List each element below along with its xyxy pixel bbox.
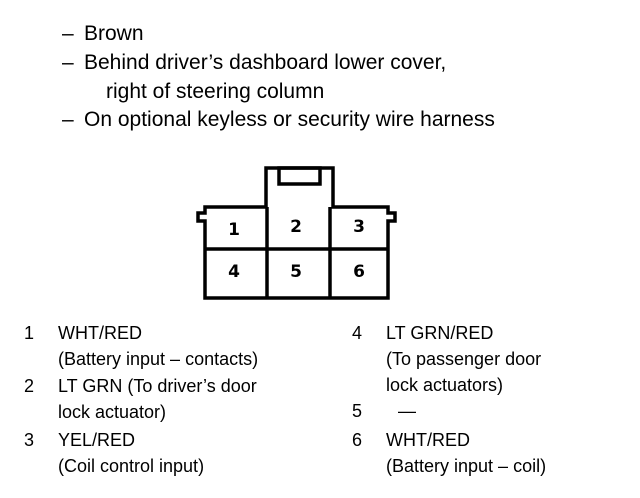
connector-lock-tab bbox=[277, 166, 322, 186]
pin-number: 3 bbox=[24, 430, 35, 450]
pin-description: lock actuator) bbox=[58, 402, 167, 422]
note-dash: – bbox=[62, 108, 74, 131]
pin-wire: LT GRN (To driver’s door bbox=[58, 376, 257, 396]
pin-wire: WHT/RED bbox=[386, 430, 470, 450]
pin-description: (To passenger door bbox=[386, 349, 542, 369]
note-text: Brown bbox=[84, 22, 144, 45]
note-dash: – bbox=[62, 51, 74, 74]
pin-description: (Coil control input) bbox=[58, 456, 205, 476]
pin-number: 2 bbox=[24, 376, 35, 396]
connector-pin-label: 2 bbox=[290, 217, 302, 237]
note-text: right of steering column bbox=[106, 80, 325, 103]
connector-pin-label: 1 bbox=[228, 220, 240, 240]
note-text: Behind driver’s dashboard lower cover, bbox=[84, 51, 447, 74]
pin-number: 6 bbox=[352, 430, 363, 450]
connector-pin-label: 5 bbox=[290, 262, 302, 282]
pin-description: (Battery input – coil) bbox=[386, 456, 547, 476]
pin-wire: WHT/RED bbox=[58, 323, 142, 343]
pin-number: 5 bbox=[352, 401, 363, 421]
note-text: On optional keyless or security wire har… bbox=[84, 108, 495, 131]
connector-housing bbox=[196, 166, 397, 300]
connector-pin-label: 6 bbox=[353, 262, 365, 282]
connector-pin-label: 3 bbox=[353, 217, 365, 237]
pin-wire: YEL/RED bbox=[58, 430, 136, 450]
pin-number: 1 bbox=[24, 323, 35, 343]
pin-description-continued: lock actuators) bbox=[386, 375, 504, 395]
pin-wire: LT GRN/RED bbox=[386, 323, 494, 343]
pin-wire: — bbox=[398, 401, 416, 421]
note-dash: – bbox=[62, 22, 74, 45]
pin-number: 4 bbox=[352, 323, 363, 343]
connector-pin-label: 4 bbox=[228, 262, 240, 282]
pin-description: (Battery input – contacts) bbox=[58, 349, 259, 369]
